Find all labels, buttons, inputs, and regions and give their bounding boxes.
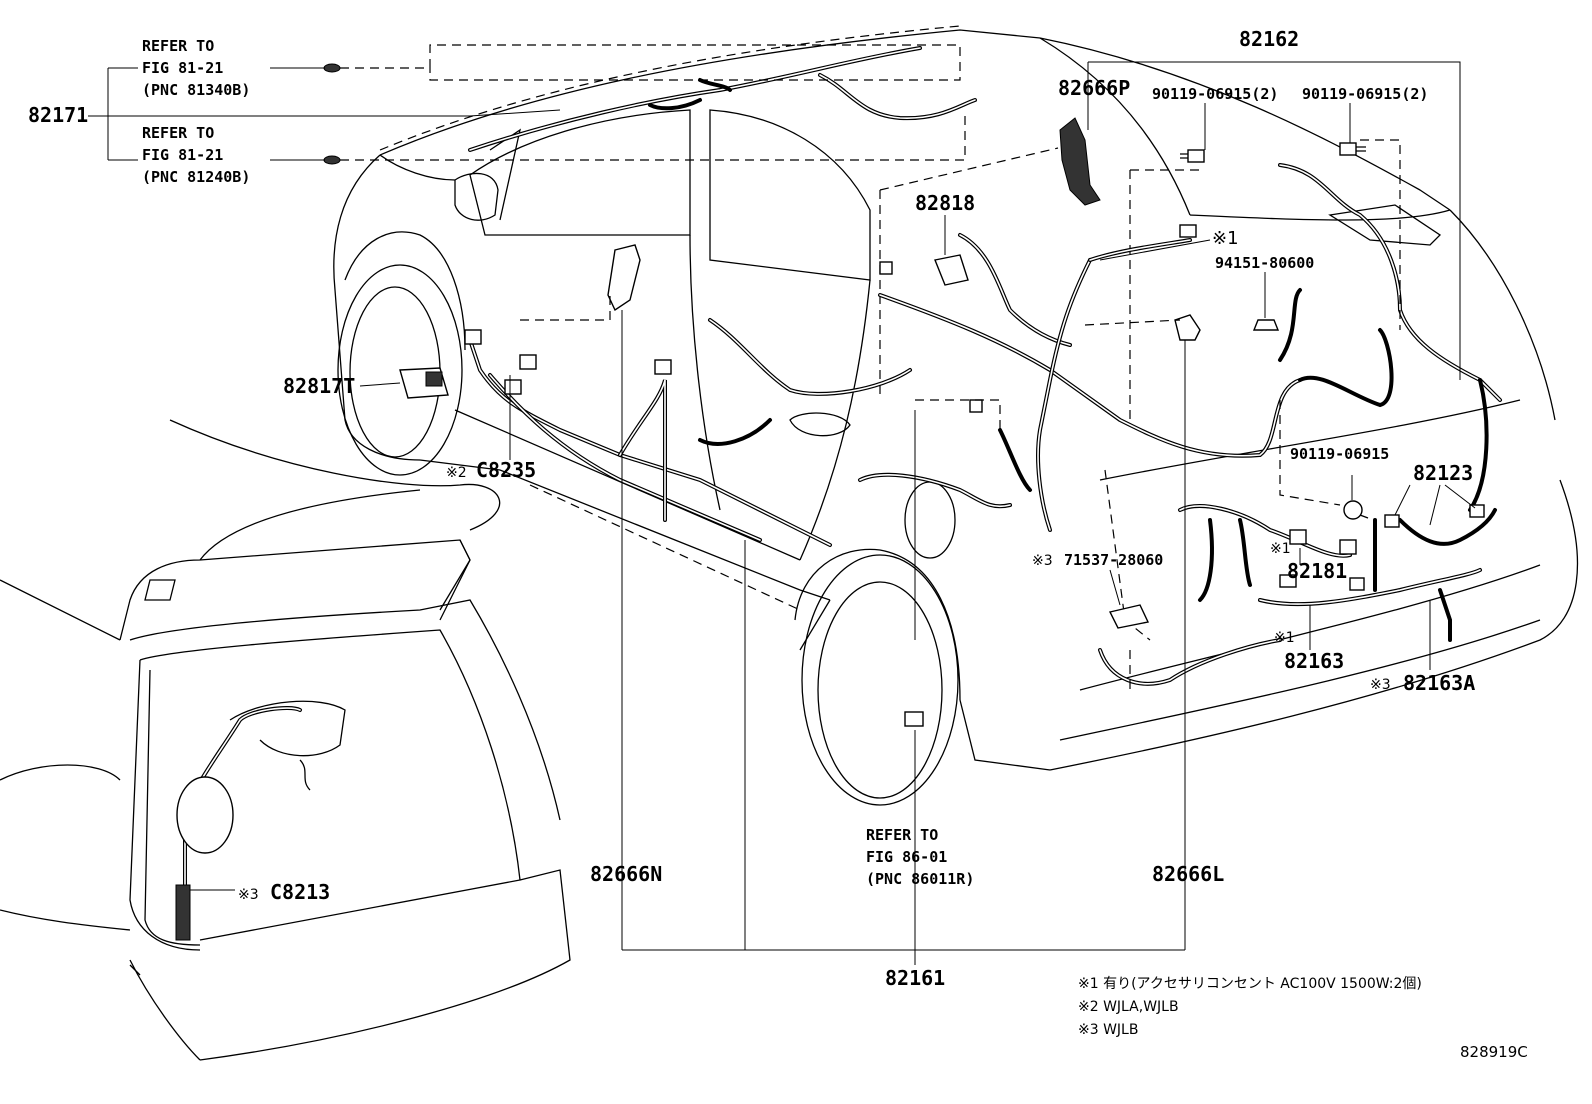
label-82171: 82171 [28,103,88,127]
label-82162: 82162 [1239,27,1299,51]
label-mark1-top: ※1 [1212,228,1239,249]
ref1-line3: (PNC 81340B) [142,81,250,99]
label-82163: 82163 [1284,649,1344,673]
bracket-82666N [607,244,641,312]
label-bolt-90119-06915-a: 90119-06915(2) [1152,85,1278,103]
label-82181: 82181 [1287,559,1347,583]
ref2-line2: FIG 81-21 [142,146,223,164]
ref3-line1: REFER TO [866,826,938,844]
tailgate-inset [0,419,571,1061]
reference-notes: REFER TO FIG 81-21 (PNC 81340B) REFER TO… [142,37,974,888]
label-bolt-90119-06915-c: 90119-06915 [1290,445,1389,463]
label-mark3-82163A: ※3 [1370,677,1391,693]
leader-lines [88,44,1476,965]
label-82666P: 82666P [1058,76,1130,100]
label-71537-28060: 71537-28060 [1064,551,1163,569]
label-c8235: C8235 [476,458,536,482]
bracket-82666P [1059,117,1101,206]
clip-94151-80600 [1252,319,1280,331]
footnotes: ※1 有り(アクセサリコンセント AC100V 1500W:2個) ※2 WJL… [1078,976,1422,1038]
footnote-2: ※2 WJLA,WJLB [1078,999,1179,1015]
label-mark3-c8213: ※3 [238,887,259,903]
ref3-line2: FIG 86-01 [866,848,947,866]
footnote-3: ※3 WJLB [1078,1022,1138,1038]
label-82818: 82818 [915,191,975,215]
bolt-icon [1180,149,1205,163]
ref2-line3: (PNC 81240B) [142,168,250,186]
label-mark3-71537: ※3 [1032,553,1053,569]
wire-harnesses [468,46,1502,686]
part-labels: 82162 82171 82666P 90119-06915(2) 90119-… [28,27,1528,1061]
ref2-line1: REFER TO [142,124,214,142]
pad-71537-28060 [1108,604,1150,629]
label-82666L: 82666L [1152,862,1224,886]
ref1-line2: FIG 81-21 [142,59,223,77]
ref3-line3: (PNC 86011R) [866,870,974,888]
label-mark1-mid: ※1 [1270,541,1291,557]
label-82161: 82161 [885,966,945,990]
bolt-icon [1339,142,1366,156]
label-c8213: C8213 [270,880,330,904]
label-82163A: 82163A [1403,671,1475,695]
label-mark1-low: ※1 [1274,630,1295,646]
label-clip-94151-80600: 94151-80600 [1215,254,1314,272]
label-mark2-c8235: ※2 [446,465,467,481]
bracket-82666L [1174,314,1201,341]
figure-number: 828919C [1460,1043,1528,1061]
footnote-1: ※1 有り(アクセサリコンセント AC100V 1500W:2個) [1078,976,1422,992]
bolt-icon [1343,500,1369,520]
connector-82818 [934,254,969,286]
label-bolt-90119-06915-b: 90119-06915(2) [1302,85,1428,103]
ref1-line1: REFER TO [142,37,214,55]
label-82666N: 82666N [590,862,662,886]
vehicle-body [333,25,1578,806]
label-82817T: 82817T [283,374,355,398]
label-82123: 82123 [1413,461,1473,485]
